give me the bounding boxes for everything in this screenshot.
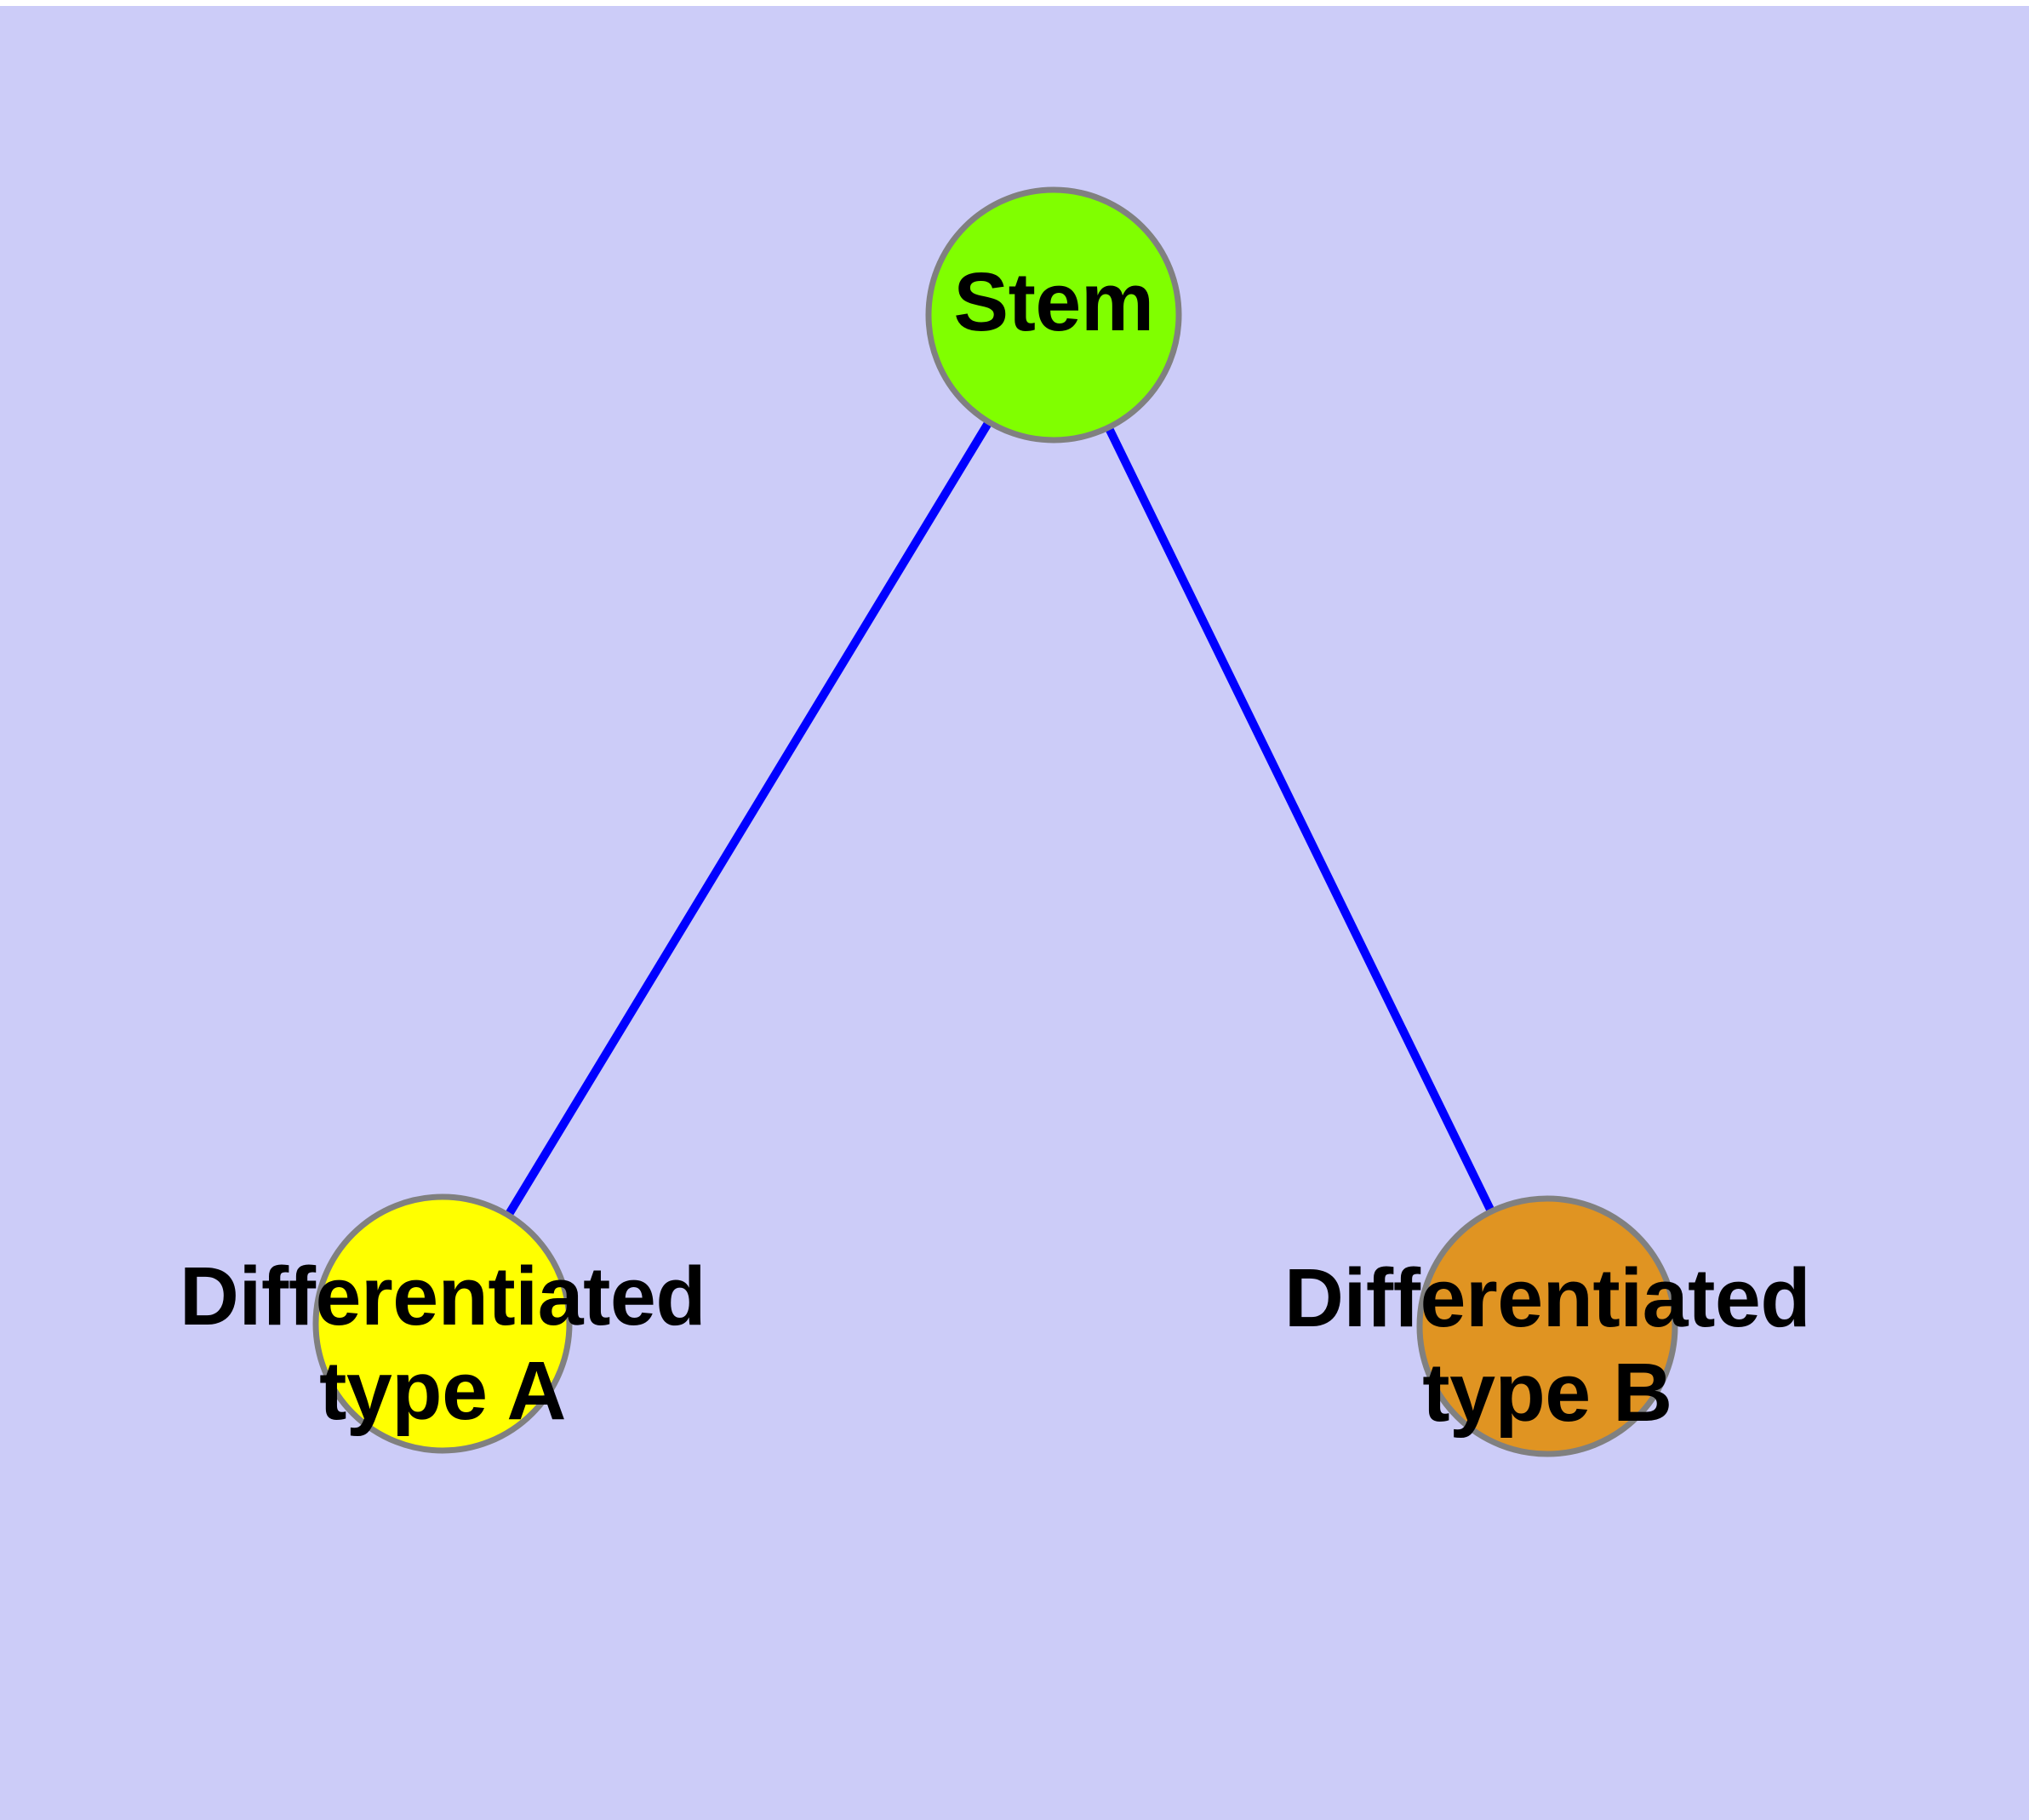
node-differentiated-type-b[interactable] — [1416, 1195, 1678, 1457]
node-differentiated-type-a[interactable] — [312, 1193, 573, 1454]
edge-stem-to-differentiated-type-b[interactable] — [1106, 427, 1495, 1211]
edge-layer — [506, 421, 1495, 1216]
node-layer — [312, 186, 1678, 1457]
node-stem[interactable] — [925, 186, 1182, 444]
edge-stem-to-differentiated-type-a[interactable] — [506, 421, 992, 1216]
